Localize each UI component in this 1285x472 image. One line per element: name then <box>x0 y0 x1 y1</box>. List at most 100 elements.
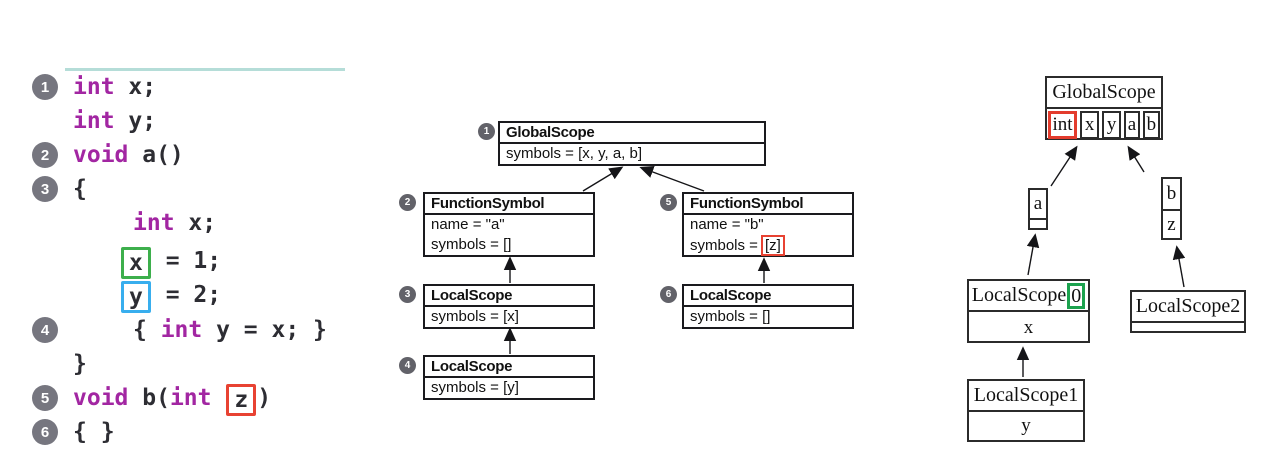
node-badge-1: 1 <box>478 123 495 140</box>
cell-int: int <box>1048 111 1078 139</box>
code-line: int x; <box>133 208 216 238</box>
symbol-cells: int x y a b <box>1047 109 1161 139</box>
node-child: z <box>1167 213 1176 235</box>
node-title: LocalScope1 <box>969 381 1083 412</box>
arrow-funcb-to-global <box>639 165 705 192</box>
node-row: symbols =[z] <box>684 235 852 256</box>
divider-rule <box>65 68 345 71</box>
localscope-empty-node: LocalScope symbols = [] <box>682 284 854 329</box>
highlight-box-z: z <box>226 384 257 416</box>
keyword: int <box>169 385 212 411</box>
functionsymbol-b-node: FunctionSymbol name = "b" symbols =[z] <box>682 192 854 257</box>
node-badge-5: 5 <box>660 194 677 211</box>
empty-slot <box>1132 323 1244 331</box>
code-text: x; <box>174 210 217 236</box>
code-text: } <box>73 351 87 377</box>
keyword: void <box>73 385 129 411</box>
node-title: GlobalScope <box>1047 78 1161 109</box>
node-row: name = "a" <box>431 216 505 233</box>
title-text: LocalScope <box>971 284 1067 306</box>
code-text: = 2; <box>151 282 222 308</box>
arrow-a-to-globalscope <box>1050 145 1078 187</box>
code-text: y; <box>114 108 157 134</box>
node-row: name = "b" <box>690 216 764 233</box>
localscope2-node: LocalScope2 <box>1130 290 1246 333</box>
highlight-box-x: x <box>121 247 151 279</box>
node-badge-4: 4 <box>399 357 416 374</box>
highlight-box-z-symbols: [z] <box>760 235 785 256</box>
code-line: void b(int z) <box>73 383 271 416</box>
line-marker-5: 5 <box>32 385 58 411</box>
node-row: symbols = [] <box>690 308 771 325</box>
code-text: { <box>133 317 161 343</box>
node-row-text: symbols = <box>690 237 758 254</box>
code-line: x = 1; <box>120 246 221 279</box>
node-badge-2: 2 <box>399 194 416 211</box>
node-title: LocalScope <box>684 286 852 307</box>
code-line: } <box>73 349 87 379</box>
empty-slot <box>1030 220 1046 228</box>
code-text: a() <box>128 142 184 168</box>
line-marker-2: 2 <box>32 142 58 168</box>
arrow-scope0-to-a <box>1026 233 1040 276</box>
highlight-box-0: 0 <box>1067 282 1086 309</box>
code-line: int y; <box>73 106 156 136</box>
code-text: y = x; } <box>202 317 327 343</box>
member-y: y <box>1021 415 1031 436</box>
code-line: { } <box>73 417 115 447</box>
arrow-funca-to-global <box>582 166 624 192</box>
node-row: symbols = [] <box>431 236 512 253</box>
code-line: { <box>73 174 87 204</box>
functionsymbol-a-node: FunctionSymbol name = "a" symbols = [] <box>423 192 595 257</box>
node-title: LocalScope <box>425 286 593 307</box>
keyword: int <box>73 108 115 134</box>
node-title: FunctionSymbol <box>684 194 852 215</box>
cell-x: x <box>1080 111 1100 139</box>
right-globalscope-node: GlobalScope int x y a b <box>1045 76 1163 140</box>
code-text: { <box>73 176 87 202</box>
localscope1-node: LocalScope1 y <box>967 379 1085 442</box>
node-title: LocalScope <box>425 357 593 378</box>
keyword: int <box>73 74 115 100</box>
cell-b: b <box>1142 111 1160 139</box>
line-marker-6: 6 <box>32 419 58 445</box>
localscope-x-node: LocalScope symbols = [x] <box>423 284 595 329</box>
node-label: a <box>1030 190 1046 220</box>
node-row: symbols = [x] <box>431 308 519 325</box>
code-line: y = 2; <box>120 280 221 313</box>
keyword: void <box>73 142 129 168</box>
code-line: void a() <box>73 140 184 170</box>
highlight-box-y: y <box>121 281 151 313</box>
localscope-y-node: LocalScope symbols = [y] <box>423 355 595 400</box>
arrow-scope2-to-b <box>1172 245 1186 288</box>
node-badge-6: 6 <box>660 286 677 303</box>
code-text: { } <box>73 419 115 445</box>
line-marker-4: 4 <box>32 317 58 343</box>
node-row: symbols = [y] <box>431 379 519 396</box>
line-marker-3: 3 <box>32 176 58 202</box>
node-title: LocalScope2 <box>1132 292 1244 323</box>
arrow-b-to-globalscope <box>1127 145 1145 173</box>
cell-y: y <box>1102 111 1122 139</box>
code-text: b( <box>128 385 170 411</box>
code-text: = 1; <box>151 248 222 274</box>
code-text: x; <box>114 74 157 100</box>
cell-a: a <box>1124 111 1140 139</box>
keyword: int <box>133 210 175 236</box>
function-a-node: a <box>1028 188 1048 230</box>
function-b-node: b z <box>1161 177 1182 240</box>
line-marker-1: 1 <box>32 74 58 100</box>
code-line: { int y = x; } <box>133 315 327 345</box>
code-text: ) <box>257 385 272 411</box>
node-title: GlobalScope <box>500 123 764 144</box>
keyword: int <box>160 317 203 343</box>
globalscope-node: GlobalScope symbols = [x, y, a, b] <box>498 121 766 166</box>
node-label: b <box>1163 179 1180 211</box>
code-text <box>211 385 225 411</box>
code-line: int x; <box>73 72 156 102</box>
member-x: x <box>1023 316 1034 338</box>
node-title: FunctionSymbol <box>425 194 593 215</box>
